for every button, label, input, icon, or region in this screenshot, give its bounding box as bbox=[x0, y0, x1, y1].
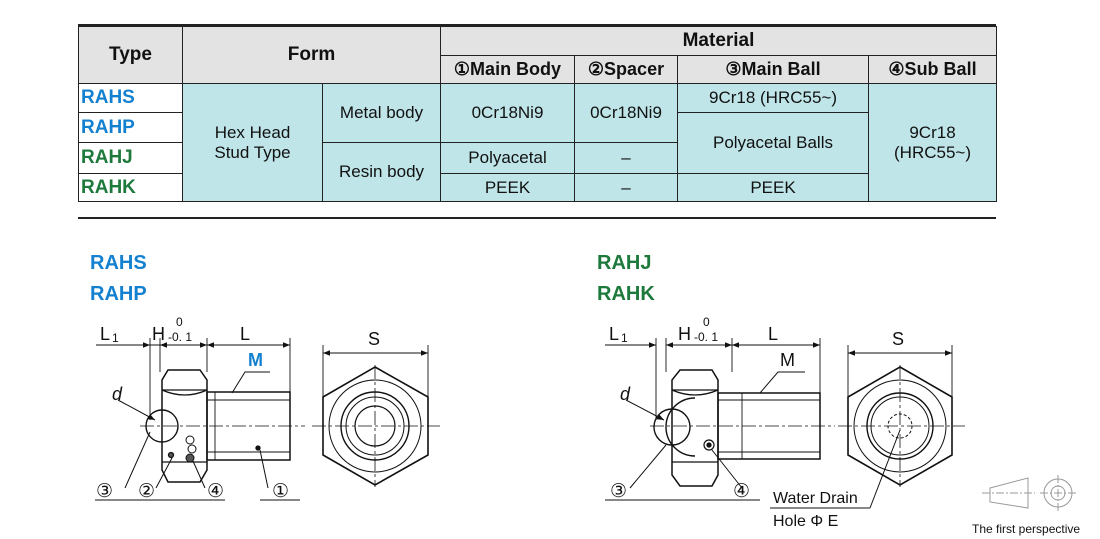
right-dim-l1: L bbox=[609, 324, 619, 344]
left-label-rahp: RAHP bbox=[90, 283, 147, 305]
left-tol-lower: -0. 1 bbox=[168, 330, 192, 344]
left-dim-l: L bbox=[240, 324, 250, 344]
sub-ball-cell: 9Cr18 (HRC55~) bbox=[868, 83, 997, 202]
left-label-rahs: RAHS bbox=[90, 252, 147, 274]
left-callout-4: ④ bbox=[207, 481, 224, 502]
left-dim-s: S bbox=[368, 329, 380, 349]
right-dim-m: M bbox=[780, 350, 795, 370]
right-dim-h: H bbox=[678, 324, 691, 344]
right-label-rahk: RAHK bbox=[597, 283, 655, 305]
left-front-view bbox=[312, 345, 440, 487]
left-callout-3: ③ bbox=[96, 481, 113, 502]
left-dim-l1-sub: 1 bbox=[112, 331, 119, 345]
material-header: Material bbox=[440, 26, 997, 56]
sub-ball-line-2: (HRC55~) bbox=[894, 142, 971, 162]
table-bottom-rule bbox=[78, 217, 996, 219]
right-dim-l1-sub: 1 bbox=[621, 331, 628, 345]
main-ball-polyacetal-cell: Polyacetal Balls bbox=[677, 112, 869, 174]
right-dim-s: S bbox=[892, 329, 904, 349]
resin-spacer-rahk-cell: – bbox=[574, 173, 678, 202]
metal-main-body-cell: 0Cr18Ni9 bbox=[440, 83, 575, 143]
resin-main-body-rahk-cell: PEEK bbox=[440, 173, 575, 202]
right-dim-d: d bbox=[620, 384, 631, 404]
projection-caption: The first perspective bbox=[972, 522, 1080, 536]
main-ball-rahs-cell: 9Cr18 (HRC55~) bbox=[677, 83, 869, 113]
water-drain-label-2: Hole Φ E bbox=[773, 513, 838, 530]
form-line-2: Stud Type bbox=[214, 142, 291, 162]
main-ball-header: ③Main Ball bbox=[677, 55, 869, 84]
right-tol-upper: 0 bbox=[703, 315, 710, 329]
type-code-rahk: RAHK bbox=[78, 173, 183, 202]
resin-main-body-rahj-cell: Polyacetal bbox=[440, 142, 575, 174]
left-callout-2: ② bbox=[138, 481, 155, 502]
right-front-view bbox=[838, 345, 965, 487]
right-dim-l: L bbox=[768, 324, 778, 344]
left-dim-h: H bbox=[152, 324, 165, 344]
form-header: Form bbox=[182, 26, 441, 84]
material-spec-table: Type Form Material ①Main Body ②Spacer ③M… bbox=[78, 26, 997, 202]
left-callout-1: ① bbox=[272, 481, 289, 502]
right-side-view bbox=[605, 338, 901, 509]
right-label-rahj: RAHJ bbox=[597, 252, 652, 274]
right-callout-4: ④ bbox=[733, 481, 750, 502]
resin-spacer-rahj-cell: – bbox=[574, 142, 678, 174]
right-tol-lower: -0. 1 bbox=[694, 330, 718, 344]
type-code-rahj: RAHJ bbox=[78, 142, 183, 174]
left-dim-m: M bbox=[248, 350, 263, 370]
left-dim-d: d bbox=[112, 384, 123, 404]
form-line-1: Hex Head bbox=[214, 122, 291, 142]
main-body-header: ①Main Body bbox=[440, 55, 575, 84]
water-drain-label-1: Water Drain bbox=[773, 490, 858, 507]
sub-ball-line-1: 9Cr18 bbox=[909, 122, 956, 142]
table-top-rule bbox=[78, 24, 996, 26]
resin-body-label: Resin body bbox=[322, 142, 441, 202]
form-cell: Hex Head Stud Type bbox=[182, 83, 323, 202]
type-code-rahs: RAHS bbox=[78, 83, 183, 113]
sub-ball-header: ④Sub Ball bbox=[868, 55, 997, 84]
metal-body-label: Metal body bbox=[322, 83, 441, 143]
left-dim-l1: L bbox=[100, 324, 110, 344]
main-ball-rahk-cell: PEEK bbox=[677, 173, 869, 202]
type-code-rahp: RAHP bbox=[78, 112, 183, 143]
first-angle-projection-symbol bbox=[982, 475, 1077, 512]
spacer-header: ②Spacer bbox=[574, 55, 678, 84]
type-header: Type bbox=[78, 26, 183, 84]
metal-spacer-cell: 0Cr18Ni9 bbox=[574, 83, 678, 143]
right-callout-3: ③ bbox=[610, 481, 627, 502]
left-tol-upper: 0 bbox=[176, 315, 183, 329]
left-side-view bbox=[95, 338, 305, 501]
